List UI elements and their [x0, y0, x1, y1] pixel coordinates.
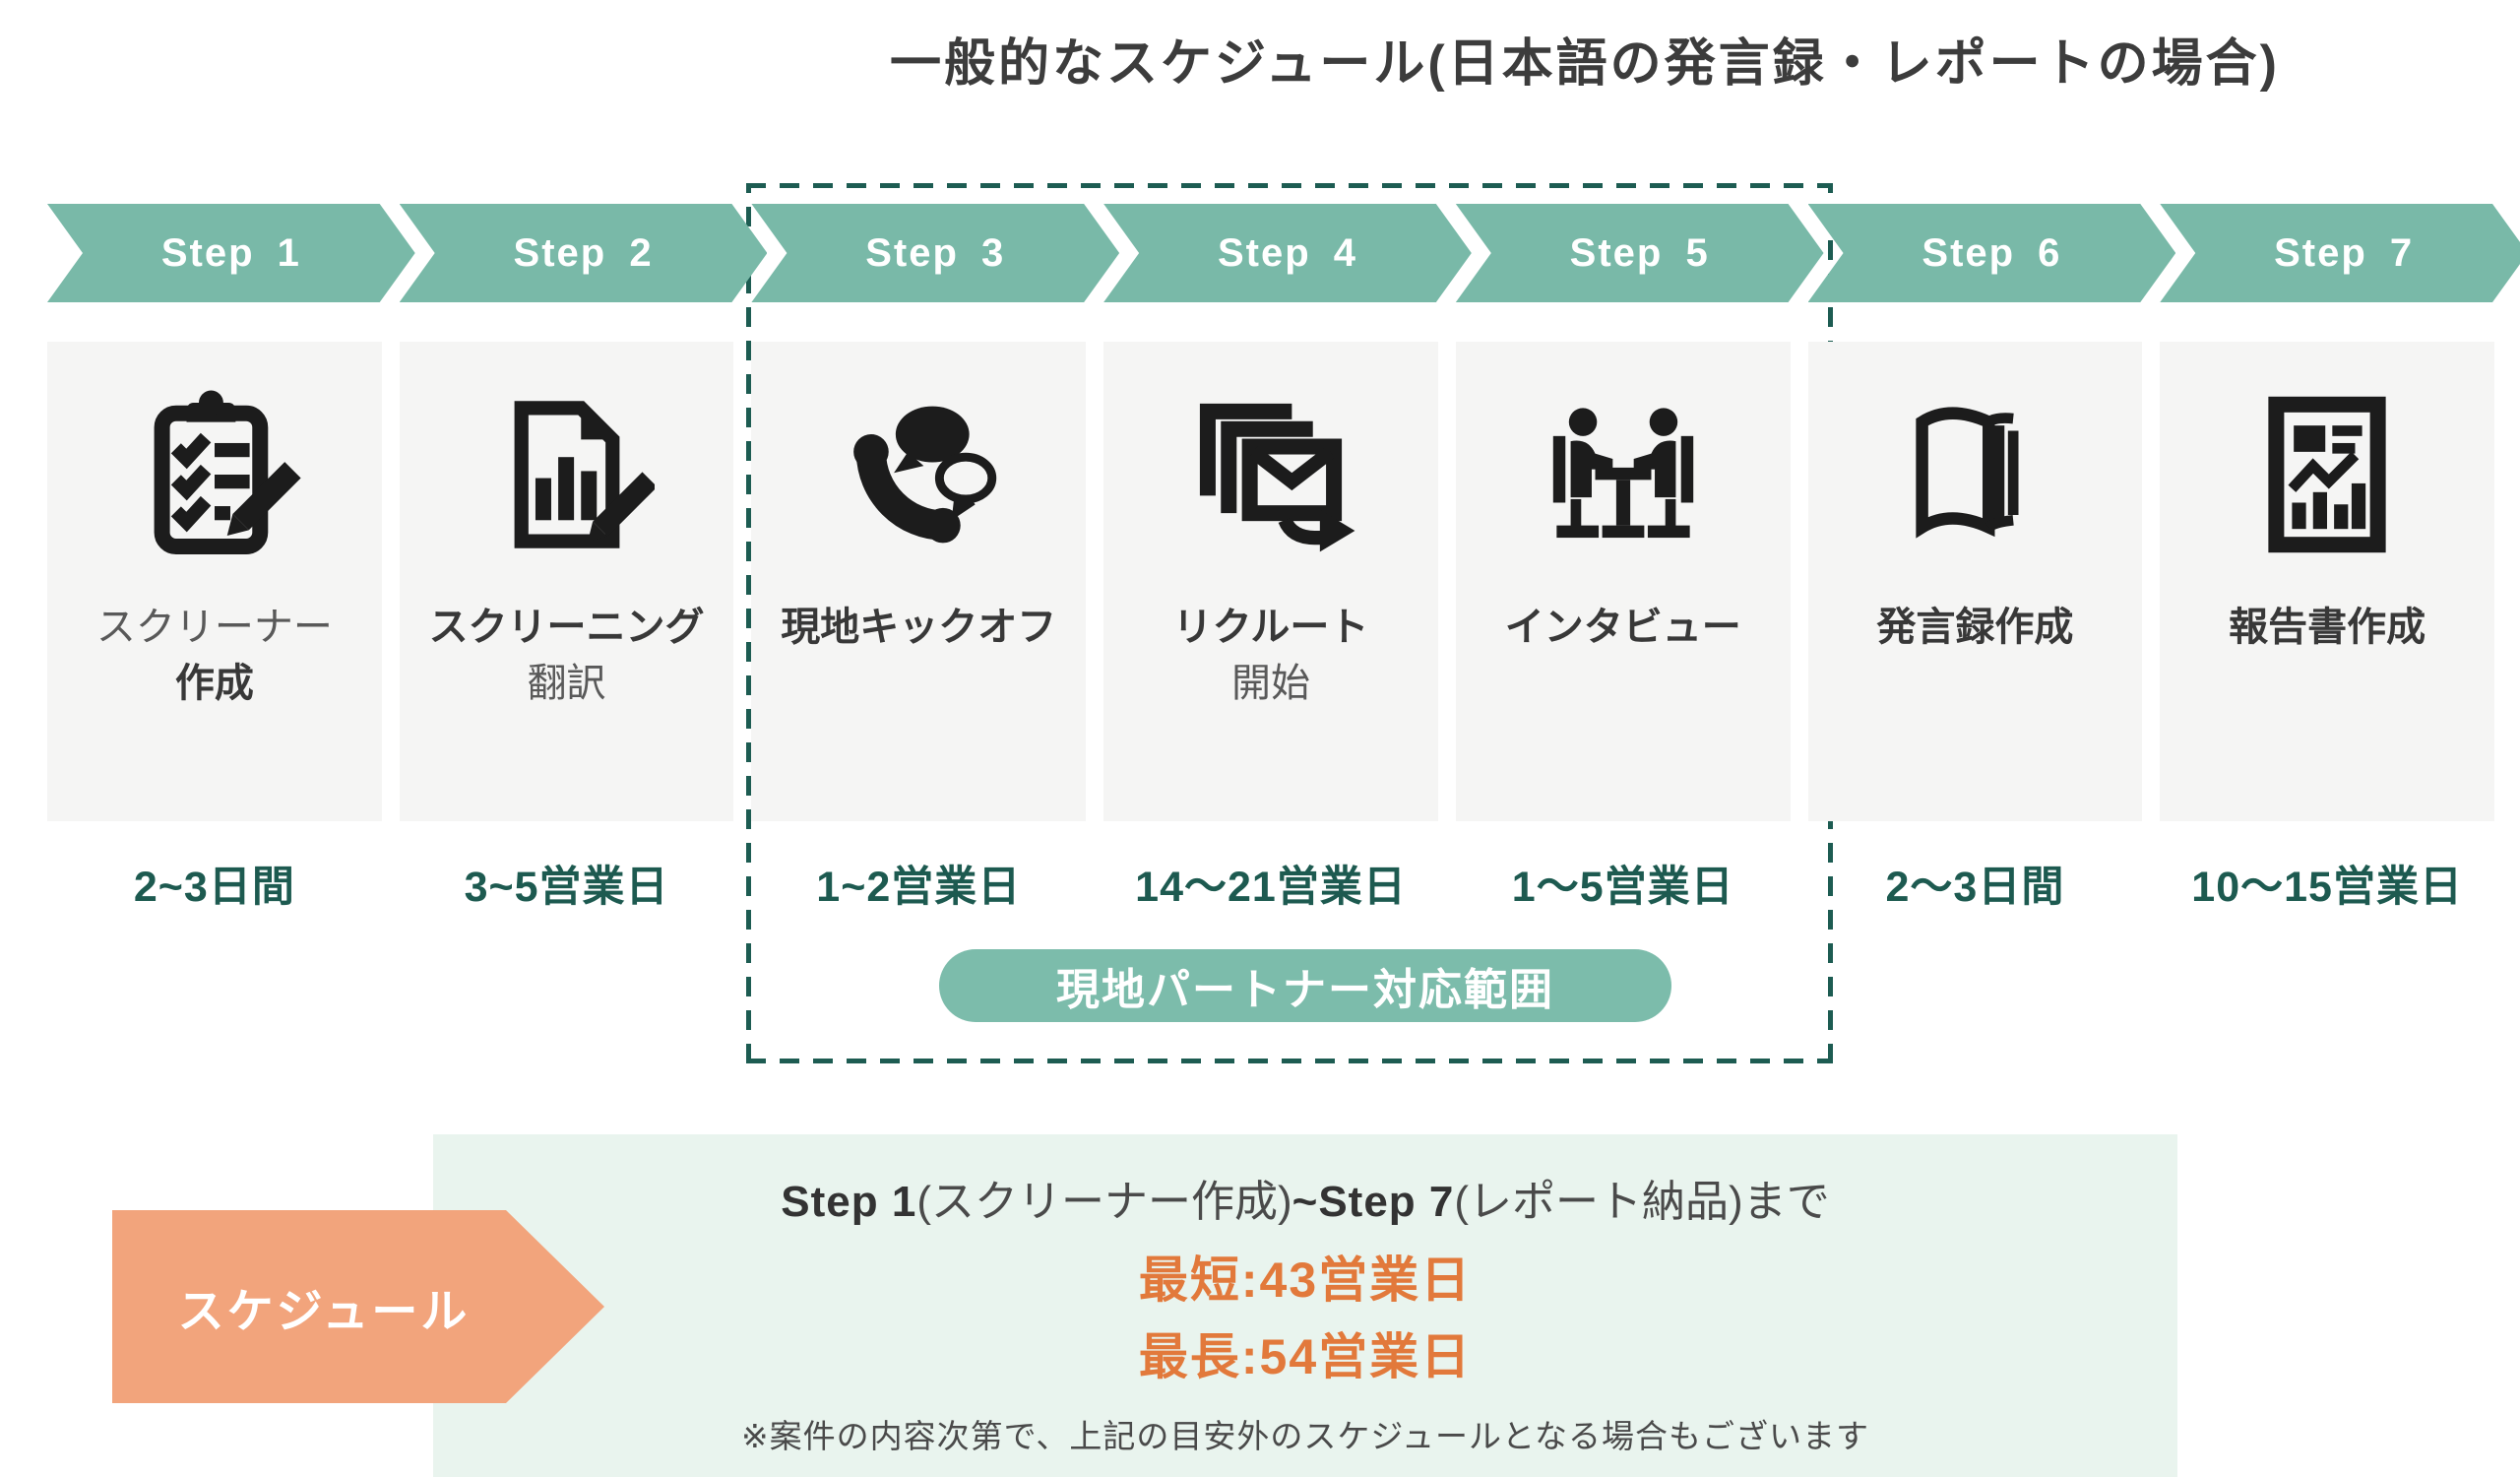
step-6-label-line1: 発言録作成	[1876, 606, 2074, 649]
step-2-duration: 3~5営業日	[464, 864, 669, 911]
step-5-label: インタビュー	[1505, 600, 1741, 656]
step-5-chevron: Step 5	[1456, 204, 1824, 302]
schedule-tag-label: スケジュール	[177, 1284, 471, 1337]
step-4-chevron: Step 4	[1103, 204, 1472, 302]
step-5-card: インタビュー	[1455, 342, 1791, 821]
step-7-card: 報告書作成	[2160, 342, 2494, 821]
report-chart-icon	[2268, 396, 2386, 553]
step-5-label-line1: インタビュー	[1504, 606, 1741, 649]
step-4-label-line2: 開始	[1230, 661, 1310, 705]
steps-row: Step 1 スク	[47, 204, 2494, 914]
step-4-label: リクルート 開始	[1173, 600, 1369, 712]
step-5-chevron-label: Step 5	[1569, 230, 1710, 275]
step-6-duration: 2〜3日間	[1885, 864, 2065, 911]
step-1-chevron-label: Step 1	[160, 230, 301, 275]
step-1-chevron: Step 1	[47, 204, 415, 302]
step-6-chevron-label: Step 6	[1922, 230, 2062, 275]
step-column-1: Step 1 スク	[47, 204, 382, 914]
step-7-chevron: Step 7	[2160, 204, 2520, 302]
dashed-border-top	[746, 183, 1833, 188]
step-column-6: Step 6 発言録作成 2〜3日間	[1807, 204, 2143, 914]
step-4-label-line1: リクルート	[1172, 606, 1369, 649]
step-2-label-line2: 翻訳	[527, 661, 606, 705]
step-4-duration: 14〜21営業日	[1135, 864, 1407, 911]
step-1-label-line1: スクリーナー	[95, 606, 333, 649]
step-1-label-line2: 作成	[174, 661, 254, 705]
min-duration: 最短:43営業日	[1138, 1252, 1473, 1308]
step-2-card: スクリーニング 翻訳	[399, 342, 734, 821]
range-step1: Step 1	[781, 1178, 917, 1226]
step-2-chevron-label: Step 2	[513, 230, 654, 275]
step-6-chevron: Step 6	[1808, 204, 2176, 302]
interview-table-icon	[1552, 408, 1693, 539]
step-3-chevron-label: Step 3	[865, 230, 1006, 275]
clipboard-checklist-pencil-icon	[154, 390, 301, 554]
step-2-label: スクリーニング 翻訳	[429, 600, 705, 712]
document-chart-pencil-icon	[514, 401, 655, 548]
step-column-2: Step 2 スクリーニング 翻訳 3~5	[399, 204, 734, 914]
step-4-card: リクルート 開始	[1103, 342, 1438, 821]
step-6-label: 発言録作成	[1876, 600, 2073, 656]
range-step1-detail: (スクリーナー作成)	[916, 1178, 1292, 1226]
step-1-label: スクリーナー 作成	[96, 600, 333, 712]
schedule-range-line: Step 1(スクリーナー作成)~Step 7(レポート納品)まで	[433, 1166, 2177, 1229]
range-step7-detail: (レポート納品)	[1454, 1178, 1743, 1226]
step-5-duration: 1〜5営業日	[1511, 864, 1734, 911]
step-3-chevron: Step 3	[751, 204, 1119, 302]
step-1-duration: 2~3日間	[133, 864, 295, 911]
step-7-duration: 10〜15営業日	[2191, 864, 2463, 911]
step-3-duration: 1~2営業日	[816, 864, 1022, 911]
step-7-label: 報告書作成	[2229, 600, 2426, 656]
step-3-label: 現地キックオフ	[781, 600, 1056, 656]
step-column-7: Step 7 報告書作成 10〜15営業日	[2160, 204, 2494, 914]
step-column-3: Step 3 現地キックオフ 1~2営業日	[751, 204, 1086, 914]
range-step7: ~Step 7	[1292, 1178, 1455, 1226]
step-7-chevron-label: Step 7	[2274, 230, 2415, 275]
step-3-card: 現地キックオフ	[751, 342, 1087, 821]
step-3-label-line1: 現地キックオフ	[781, 606, 1057, 649]
step-2-label-line1: スクリーニング	[428, 606, 705, 649]
step-column-4: Step 4 リクルート 開始 14〜21営業日	[1103, 204, 1438, 914]
step-6-card: 発言録作成	[1807, 342, 2143, 821]
schedule-summary-box: Step 1(スクリーナー作成)~Step 7(レポート納品)まで 最短:43営…	[433, 1134, 2177, 1477]
dashed-border-bottom	[746, 1059, 1833, 1063]
schedule-tag-arrow: スケジュール	[112, 1210, 604, 1403]
step-7-label-line1: 報告書作成	[2229, 606, 2426, 649]
max-duration: 最長:54営業日	[1138, 1329, 1473, 1384]
disclaimer-note: ※案件の内容次第で、上記の目安外のスケジュールとなる場合もございます	[740, 1418, 1870, 1454]
partner-scope-badge: 現地パートナー対応範囲	[939, 949, 1671, 1022]
range-suffix: まで	[1742, 1178, 1830, 1226]
step-2-chevron: Step 2	[400, 204, 768, 302]
stacked-mail-send-icon	[1199, 403, 1355, 552]
step-1-card: スクリーナー 作成	[47, 342, 382, 821]
step-column-5: Step 5	[1455, 204, 1791, 914]
step-4-chevron-label: Step 4	[1217, 230, 1358, 275]
page-title: 一般的なスケジュール(日本語の発言録・レポートの場合)	[890, 35, 2280, 93]
open-book-icon	[1916, 407, 2019, 539]
phone-chat-bubbles-icon	[853, 406, 997, 544]
